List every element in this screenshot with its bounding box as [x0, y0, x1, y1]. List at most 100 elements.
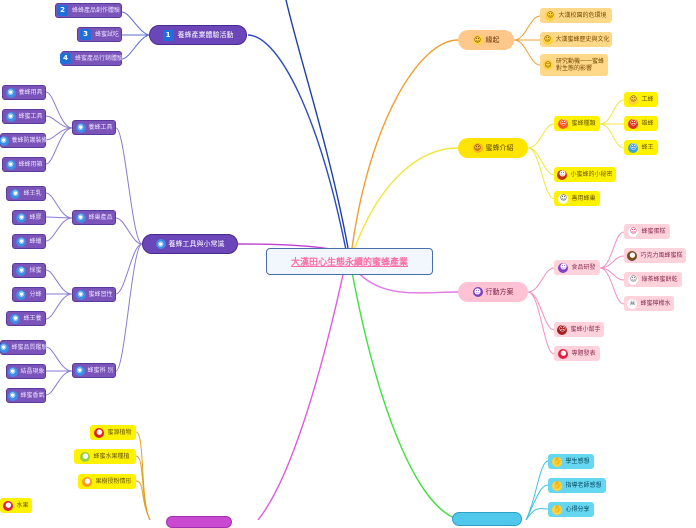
- intro-item[interactable]: ☺善用蜂巢: [554, 191, 600, 206]
- food-item[interactable]: ☺蜂蜜蛋糕: [624, 224, 670, 239]
- root-topic[interactable]: 大漢田心生態永續的蜜蜂產業: [266, 248, 433, 275]
- origin-item[interactable]: ☺大漢蜜蜂歷史與文化: [540, 32, 612, 47]
- origin-item[interactable]: ☺大漢校園的危環境: [540, 8, 612, 23]
- food-item[interactable]: ●巧克力風蜂蜜糕: [624, 248, 686, 263]
- fear-icon: ☹: [628, 142, 639, 153]
- tools-leaf-label: 蜂蜂用箱: [18, 160, 43, 168]
- globe-icon: ◉: [155, 239, 166, 249]
- fruit-item-label: 蜂蜜水果種植: [93, 452, 130, 460]
- fruit-item[interactable]: ●蜜源植物: [90, 425, 136, 440]
- tools-leaf[interactable]: ◉養蜂用具: [2, 85, 46, 100]
- tools-leaf-label: 分蜂: [29, 290, 42, 298]
- connector-top: [285, 0, 349, 249]
- tools-leaf-label: 蜂王乳: [23, 189, 42, 197]
- globe-icon: ◉: [0, 342, 9, 353]
- globe-icon: ◉: [16, 289, 27, 300]
- smile-icon: ☺: [472, 143, 483, 153]
- tools-group-label: 蜂蜜辨 別: [87, 366, 114, 374]
- cherry-icon: ●: [3, 500, 14, 511]
- intro-types-label: 蜜蜂種類: [571, 119, 596, 127]
- globe-icon: ◉: [75, 122, 86, 133]
- globe-icon: ◉: [10, 188, 21, 199]
- tools-leaf[interactable]: ◉分蜂: [12, 287, 46, 302]
- tools-leaf[interactable]: ◉蜂蜜品質鑑驗: [0, 340, 48, 355]
- tools-leaf-label: 蜂膠: [29, 213, 42, 221]
- action-item[interactable]: ●專題發表: [554, 346, 600, 361]
- branch-fruit[interactable]: [166, 516, 232, 528]
- ghost-icon: ☺: [628, 274, 639, 285]
- tools-leaf[interactable]: ◉養蜂防護裝備: [0, 133, 48, 148]
- globe-icon: ◉: [5, 111, 16, 122]
- tools-group[interactable]: ◉ 蜜蜂習性: [72, 287, 116, 302]
- origin-item-label: 大漢蜜蜂歷史與文化: [555, 35, 610, 43]
- tools-leaf[interactable]: ◉蜂王養: [6, 311, 46, 326]
- fruit-item[interactable]: ●果樹授粉情形: [78, 474, 136, 489]
- action-item[interactable]: ☹蜜蜂小幫手: [554, 322, 604, 337]
- globe-icon: ◉: [75, 212, 86, 223]
- tools-leaf[interactable]: ◉採蜜: [12, 263, 46, 278]
- raised-hands-icon: ✋: [552, 480, 563, 491]
- food-item-label: 蜂蜜蛋糕: [641, 227, 666, 235]
- tools-leaf[interactable]: ◉蜂王乳: [6, 186, 46, 201]
- tools-leaf-label: 養蜂防護裝備: [11, 136, 48, 144]
- fruit-item[interactable]: ●蜂蜜水果種植: [74, 449, 136, 464]
- tools-group-label: 蜜蜂習性: [88, 290, 113, 298]
- globe-icon: ◉: [16, 212, 27, 223]
- tools-leaf[interactable]: ◉蜂蜜工具: [2, 109, 46, 124]
- intro-types[interactable]: ☹蜜蜂種類: [554, 116, 600, 131]
- tools-leaf-label: 蜂蜜工具: [18, 112, 43, 120]
- intro-item[interactable]: ☻小蜜蜂的小秘密: [554, 167, 616, 182]
- branch-intro[interactable]: ☺ 蜜蜂介紹: [458, 138, 528, 158]
- experience-item[interactable]: 3 蜂蜜試吃: [77, 27, 122, 42]
- face-icon: ☺: [628, 94, 639, 105]
- globe-icon: ◉: [74, 365, 85, 376]
- smile-icon: ☺: [472, 35, 483, 45]
- bee-type[interactable]: ☹蜂王: [624, 140, 658, 155]
- connector-intro: [353, 147, 459, 251]
- action-food[interactable]: ☻食品研發: [554, 260, 600, 275]
- tools-group[interactable]: ◉ 蜂蜜辨 別: [72, 363, 116, 378]
- bee-type[interactable]: ☹雄蜂: [624, 116, 658, 131]
- food-item[interactable]: ☠蜂蜜檸檬水: [624, 296, 674, 311]
- food-item-label: 蜂蜜檸檬水: [640, 299, 671, 307]
- origin-item[interactable]: ☺研究動機一一蜜蜂對生態的影響: [540, 54, 608, 76]
- experience-item[interactable]: 2 蜂蜂產品創作體驗: [55, 3, 122, 18]
- connector-fruit: [257, 269, 345, 520]
- share-item[interactable]: ✋心得分享: [548, 502, 594, 517]
- share-item-label: 學生感想: [565, 457, 590, 465]
- number-icon: 2: [57, 5, 68, 16]
- bee-type-label: 雄蜂: [641, 119, 654, 127]
- experience-item-label: 蜂蜜產品行銷體驗: [75, 54, 124, 62]
- tools-group[interactable]: ◉ 養蜂工具: [72, 120, 116, 135]
- share-item[interactable]: ✋學生感想: [548, 454, 594, 469]
- tools-leaf[interactable]: ◉蜂膠: [12, 210, 46, 225]
- laugh-icon: ☺: [545, 10, 556, 21]
- joy-icon: ☺: [543, 60, 553, 70]
- branch-share[interactable]: [452, 512, 522, 526]
- scream-icon: ☺: [558, 193, 569, 204]
- bee-type[interactable]: ☺工蜂: [624, 92, 658, 107]
- branch-origin[interactable]: ☺ 緣起: [458, 30, 514, 50]
- connector-experience: [247, 34, 347, 251]
- fruit-extra[interactable]: ●水果: [0, 498, 32, 513]
- branch-action[interactable]: ☻ 行動方案: [458, 282, 528, 302]
- fruit-item-label: 蜜源植物: [107, 428, 132, 436]
- tools-leaf[interactable]: ◉蜂蜜香氣: [6, 388, 46, 403]
- tools-leaf[interactable]: ◉結晶現象: [6, 364, 46, 379]
- tools-leaf-label: 結晶現象: [20, 367, 45, 375]
- origin-item-label: 研究動機一一蜜蜂對生態的影響: [556, 57, 605, 72]
- food-item[interactable]: ☺綠茶蜂蜜餅乾: [624, 272, 682, 287]
- tools-leaf[interactable]: ◉蜂蜂用箱: [2, 157, 46, 172]
- tools-group[interactable]: ◉ 蜂巢產品: [72, 210, 116, 225]
- share-item[interactable]: ✋指導老師感想: [548, 478, 606, 493]
- experience-item[interactable]: 4 蜂蜜產品行銷體驗: [60, 51, 124, 66]
- experience-item-label: 蜂蜂產品創作體驗: [72, 6, 121, 14]
- branch-experience[interactable]: 1 養蜂產業體驗活動: [149, 25, 247, 45]
- branch-tools[interactable]: ◉ 養蜂工具與小常識: [142, 234, 238, 254]
- number-icon: 4: [60, 53, 71, 64]
- tools-leaf[interactable]: ◉蜂蠟: [12, 234, 46, 249]
- action-item-label: 專題發表: [571, 349, 596, 357]
- branch-intro-label: 蜜蜂介紹: [485, 143, 514, 152]
- tools-leaf-label: 蜂蠟: [29, 237, 42, 245]
